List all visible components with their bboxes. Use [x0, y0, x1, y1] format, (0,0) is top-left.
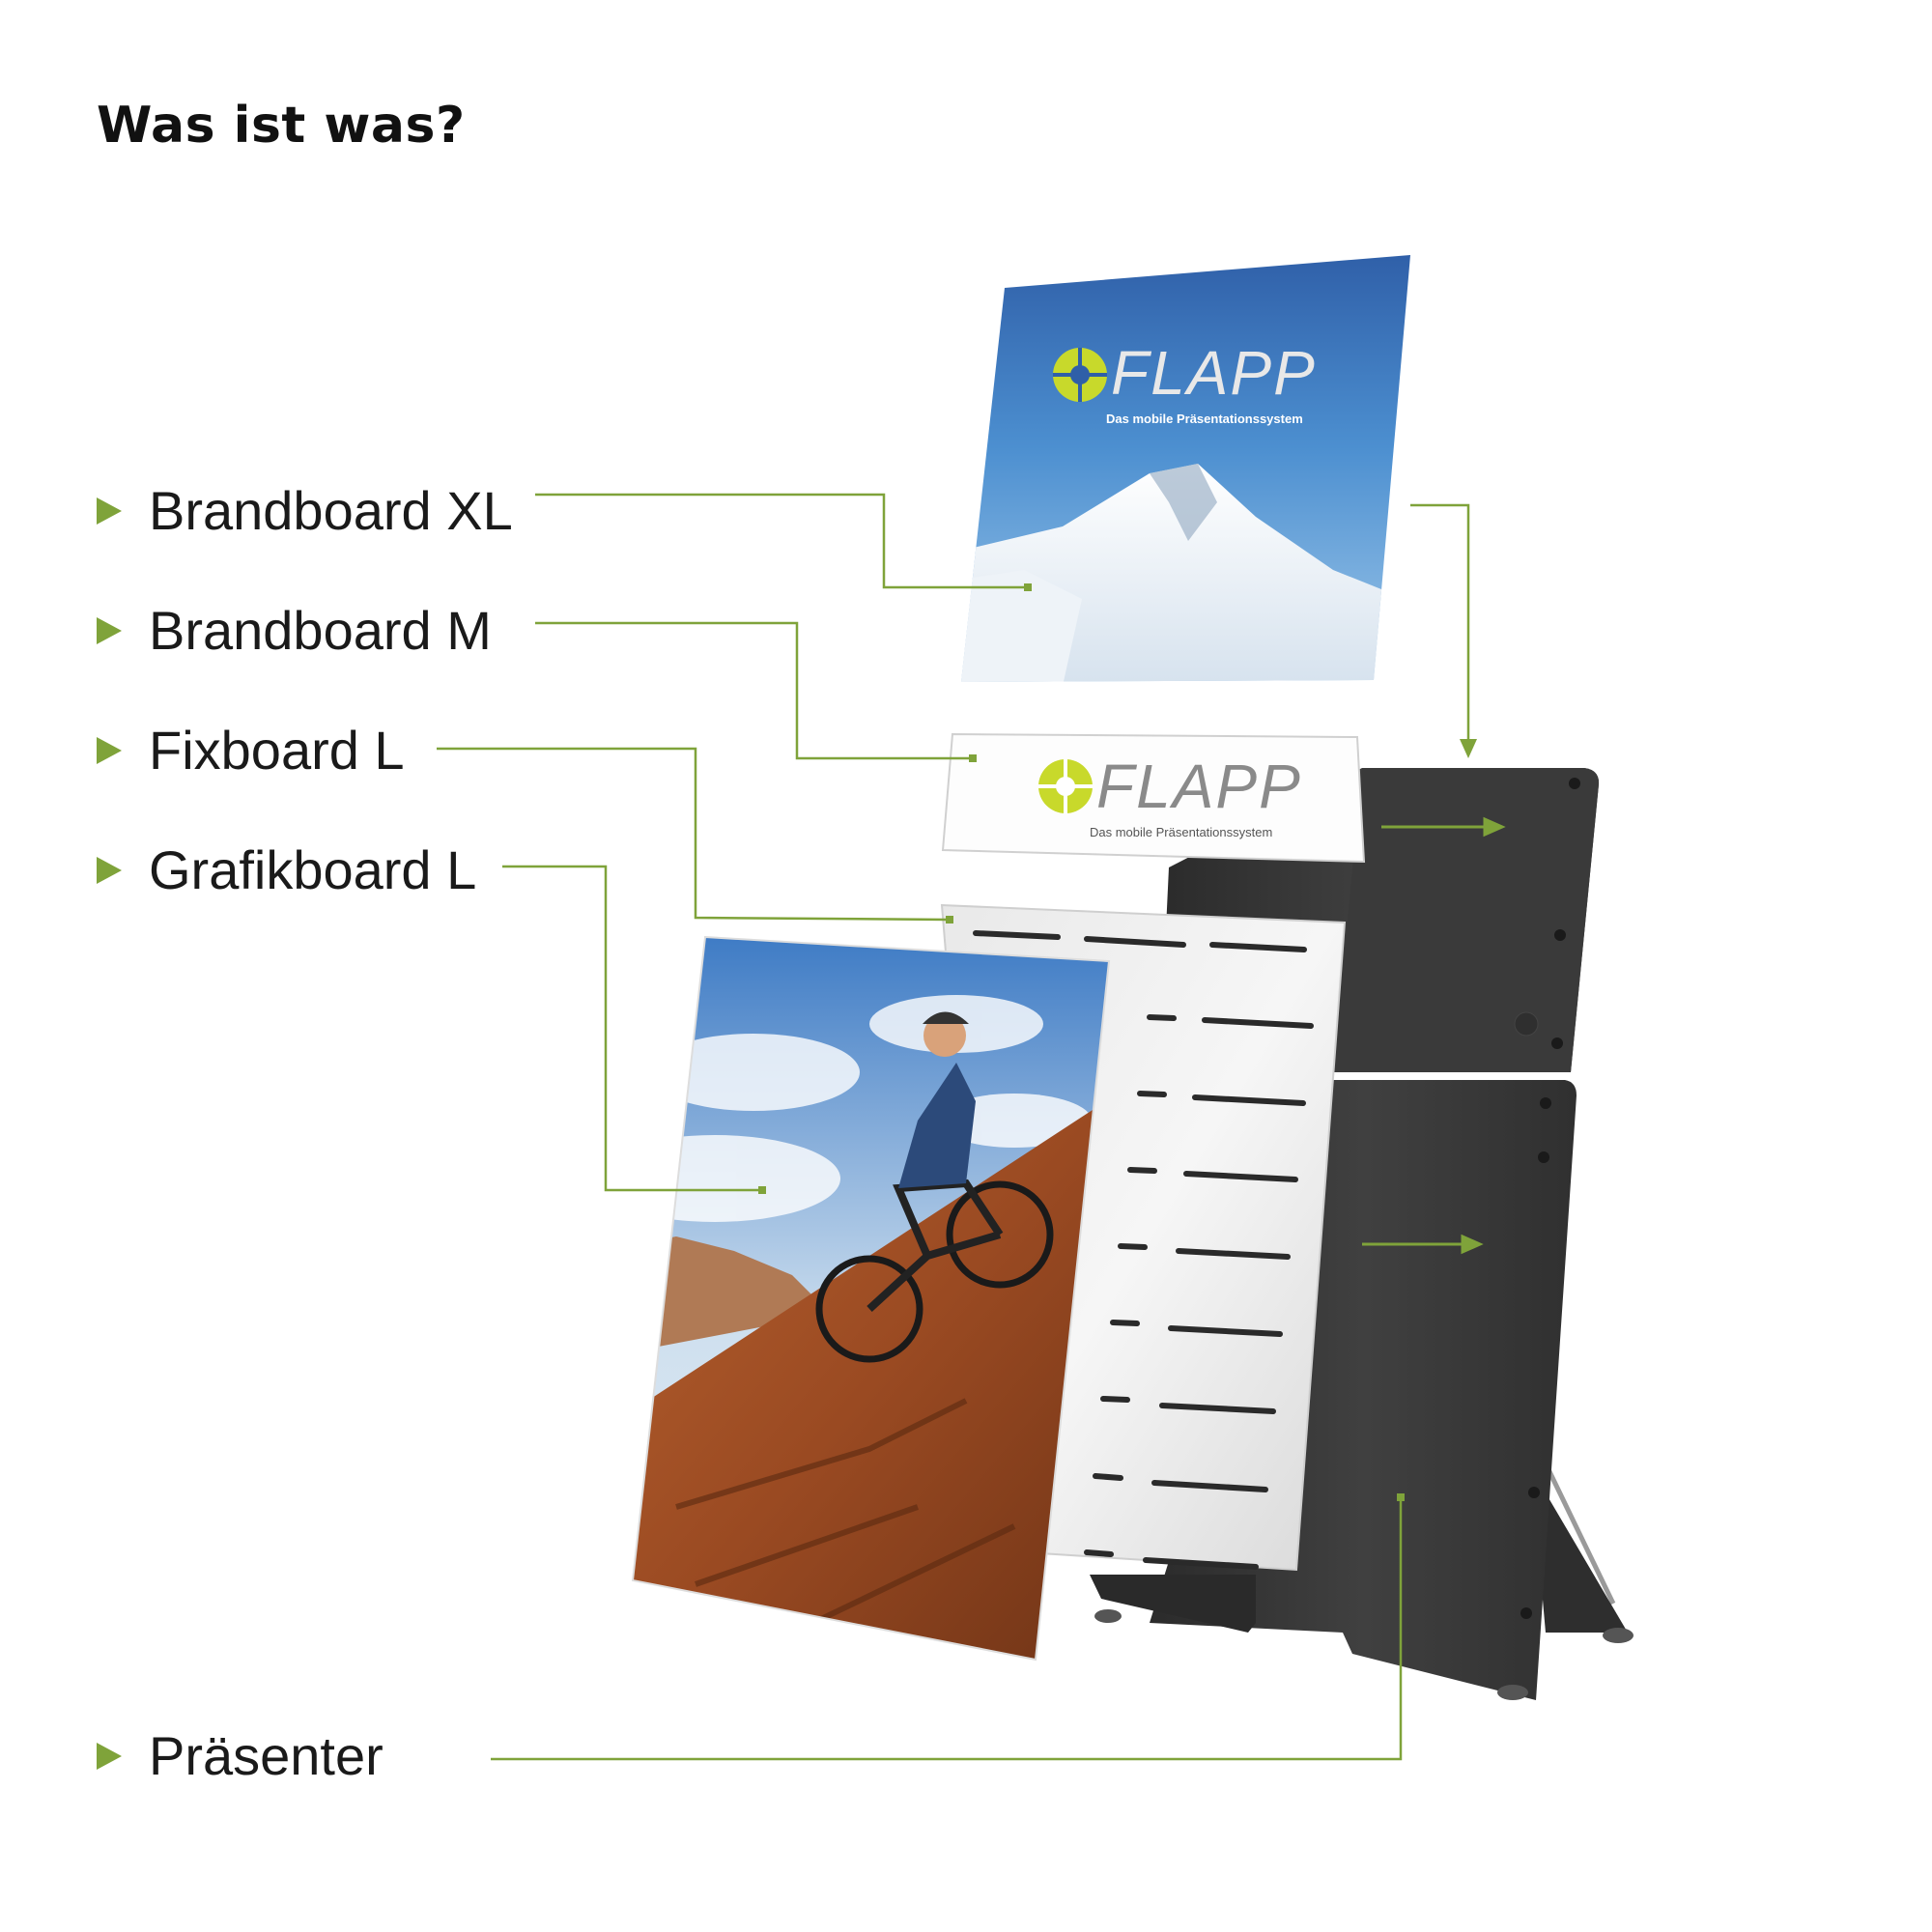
leader-praesenter: [491, 1497, 1403, 1761]
flapp-logo: FLAPP Das mobile Präsentationssystem: [1053, 338, 1317, 426]
foot-pad: [1497, 1685, 1528, 1700]
foot-pad: [1094, 1609, 1122, 1623]
leader-brandboard-xl-mount: [1410, 503, 1470, 744]
leader-brandboard-m: [535, 621, 973, 760]
praesenter-base: [1090, 1575, 1256, 1633]
leader-lines: [437, 493, 1470, 1761]
label-praesenter: Präsenter: [97, 1724, 384, 1787]
play-arrow-icon: [97, 616, 122, 644]
logo-tagline: Das mobile Präsentationssystem: [1090, 825, 1272, 839]
page-title: Was ist was?: [97, 97, 466, 155]
fixboard-slots: [973, 930, 1314, 1570]
label-text: Brandboard M: [149, 600, 492, 661]
logo-text: FLAPP: [1096, 752, 1302, 821]
logo-tagline: Das mobile Präsentationssystem: [1106, 412, 1303, 426]
play-arrow-icon: [97, 736, 122, 764]
screws: [1514, 778, 1580, 1619]
praesenter-upper-front: [1333, 768, 1600, 1072]
label-text: Grafikboard L: [149, 839, 477, 900]
label-text: Brandboard XL: [149, 480, 513, 541]
support-strut: [1543, 1462, 1616, 1605]
photo-cyclist: [815, 1011, 1054, 1363]
leader-endpoints: [758, 583, 1477, 1501]
label-brandboard-m: Brandboard M: [97, 599, 492, 662]
label-text: Fixboard L: [149, 720, 405, 781]
label-grafikboard-l: Grafikboard L: [97, 838, 476, 901]
logo-text: FLAPP: [1111, 338, 1317, 408]
mount-arrow-icon: [1362, 816, 1506, 1255]
leader-brandboard-xl: [535, 493, 1028, 589]
brandboard-xl: FLAPP Das mobile Präsentationssystem: [961, 255, 1410, 682]
grafikboard-l: [631, 935, 1111, 1662]
play-arrow-icon: [97, 497, 122, 525]
brandboard-m: FLAPP Das mobile Präsentationssystem: [941, 732, 1366, 864]
rear-leg: [1531, 1468, 1628, 1633]
arrow-down-icon: [1460, 739, 1477, 758]
play-arrow-icon: [97, 856, 122, 884]
label-brandboard-xl: Brandboard XL: [97, 479, 513, 542]
leader-grafikboard-l: [502, 865, 762, 1192]
label-text: Präsenter: [149, 1725, 384, 1786]
play-arrow-icon: [97, 1742, 122, 1770]
leader-fixboard-l: [437, 747, 951, 922]
foot-pad: [1603, 1628, 1634, 1643]
label-fixboard-l: Fixboard L: [97, 719, 405, 781]
